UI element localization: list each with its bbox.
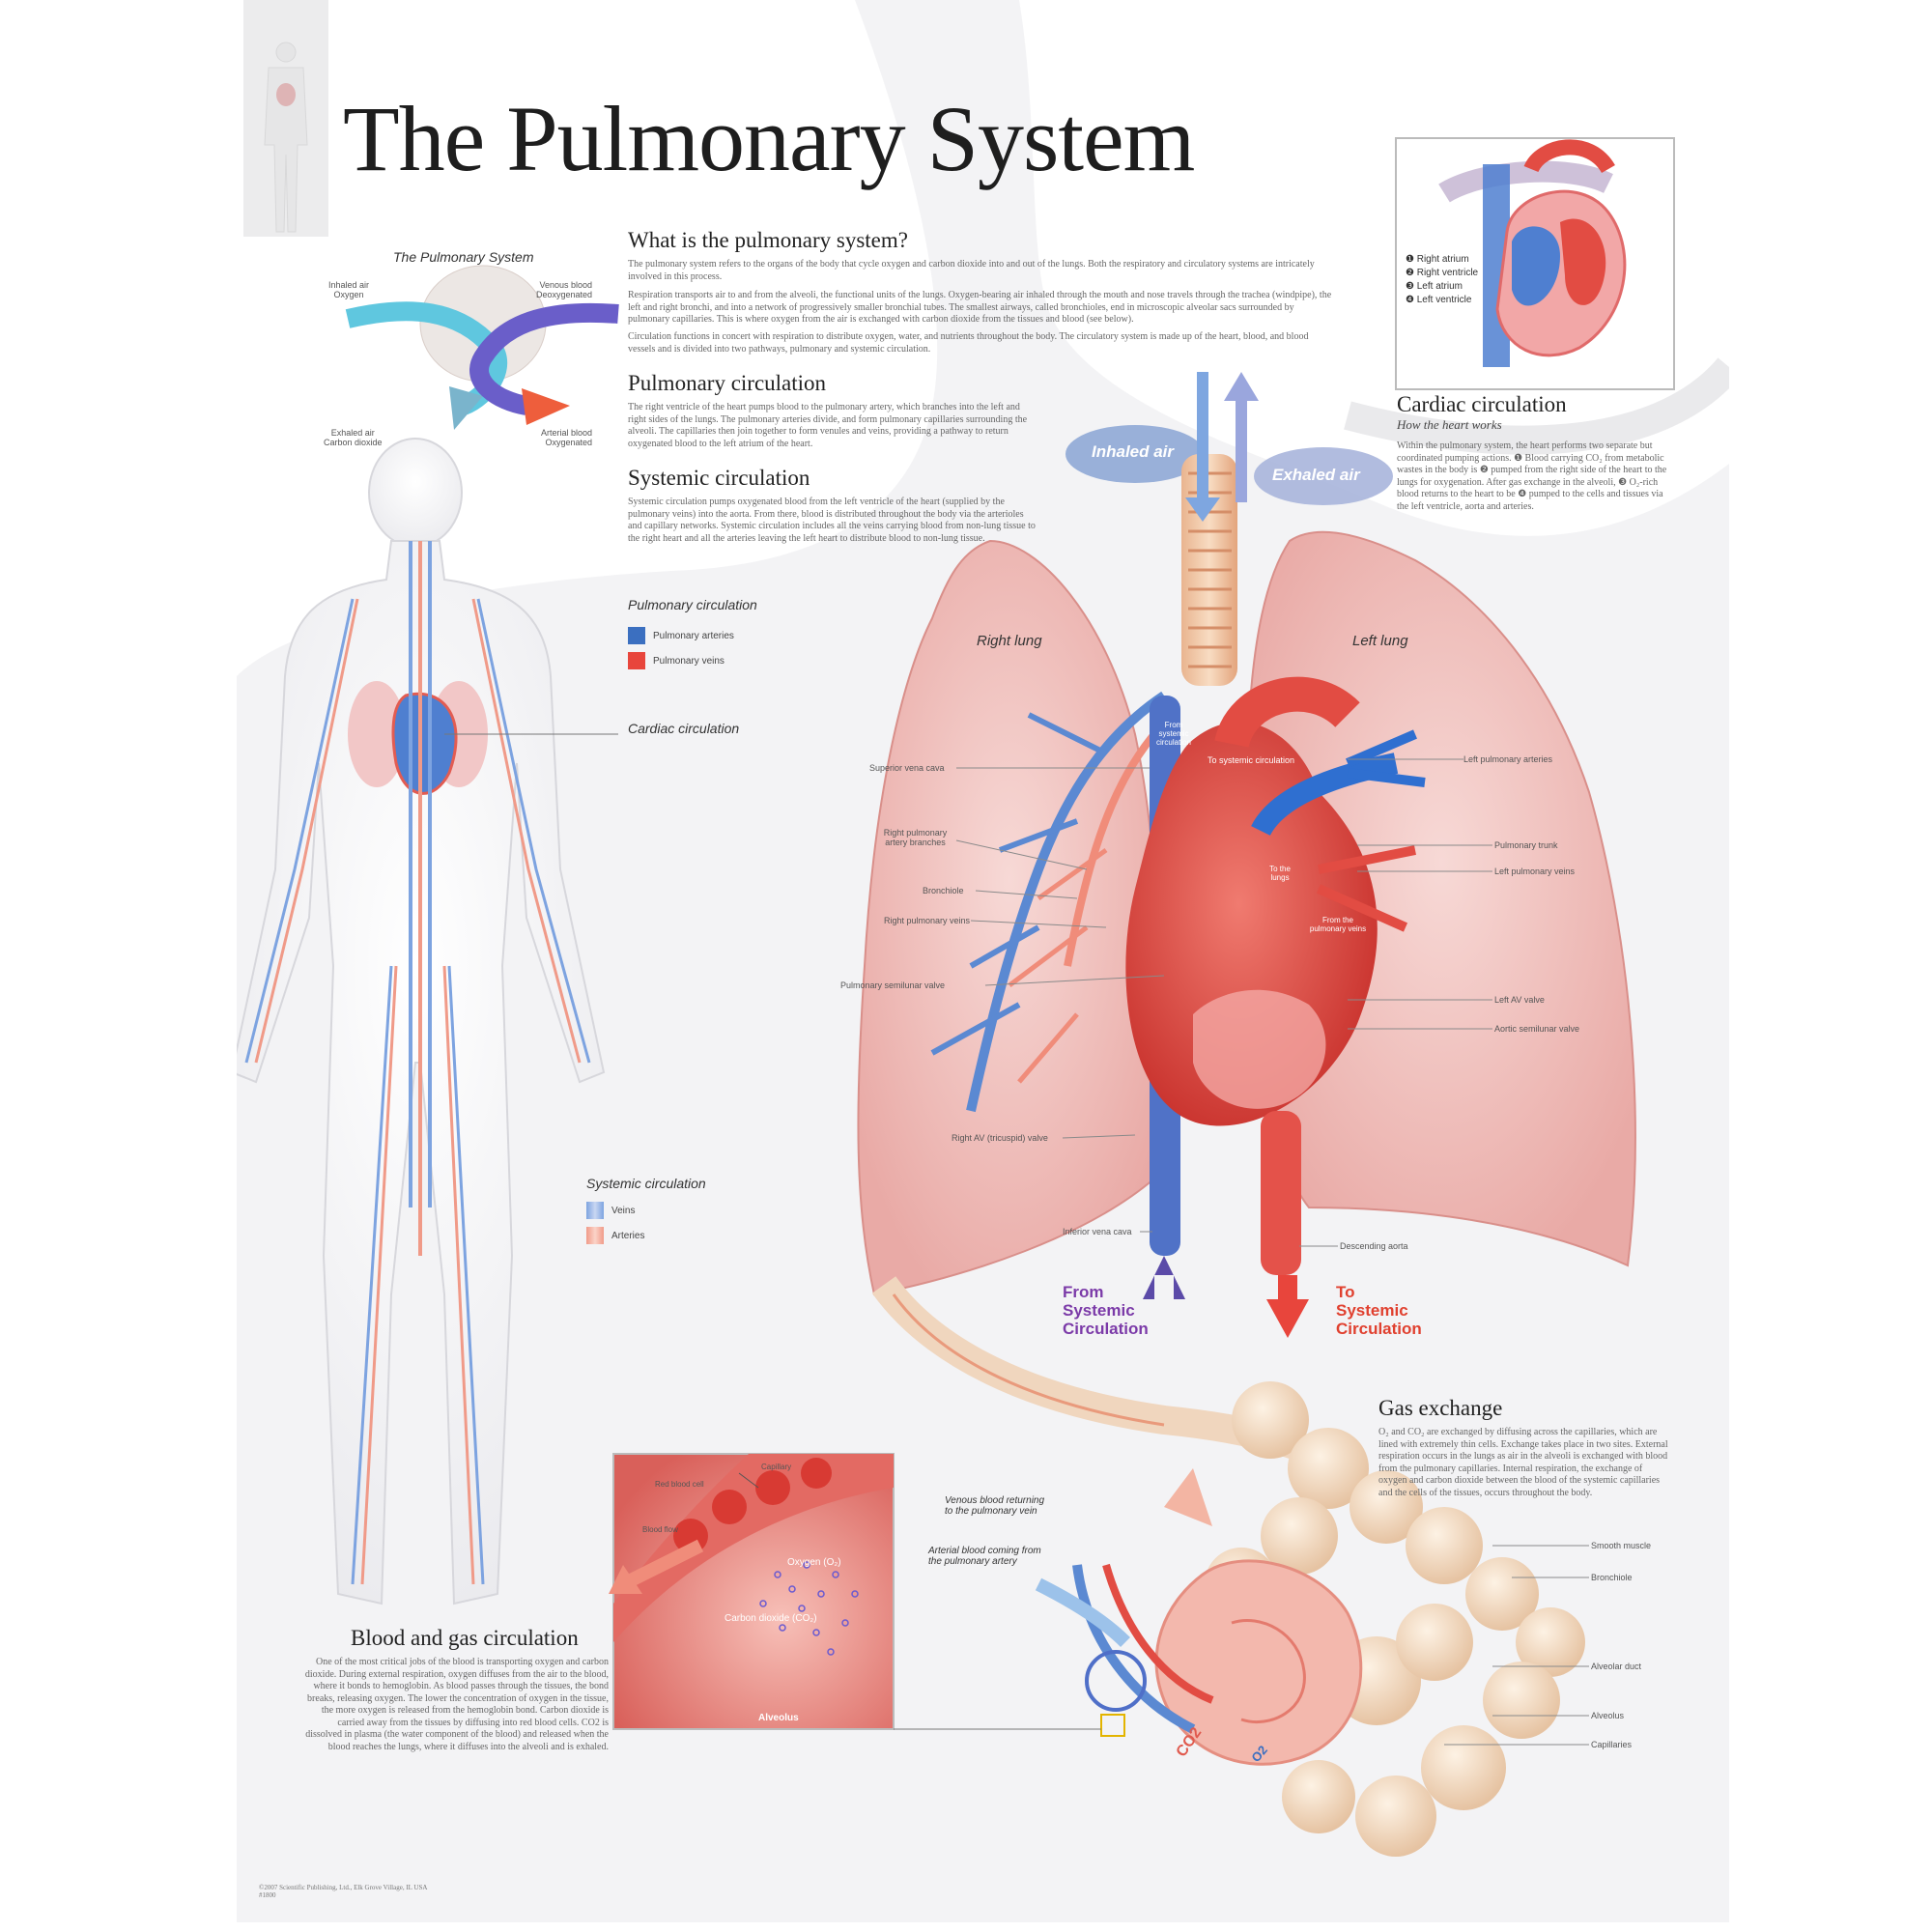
what-is-p3: Circulation functions in concert with re…	[628, 331, 1309, 355]
inhaled-air-label: Inhaled air	[1092, 442, 1175, 461]
legend-arteries-label: Pulmonary arteries	[653, 630, 734, 641]
legend-sys-veins-label: Veins	[611, 1205, 636, 1216]
cycle-diagram-title: The Pulmonary System	[393, 249, 534, 265]
lbl-alveolus-ge: Alveolus	[1591, 1711, 1625, 1720]
inset-capillary: Capillary	[761, 1463, 792, 1471]
cycle-label-inhaled: Inhaled air Oxygen	[328, 280, 370, 299]
lbl-right-av-valve: Right AV (tricuspid) valve	[952, 1133, 1048, 1143]
inset-red-cell: Red blood cell	[655, 1480, 704, 1489]
legend-systemic-title: Systemic circulation	[586, 1176, 706, 1191]
legend-row-sys-arteries: Arteries	[586, 1223, 644, 1248]
what-is-p2: Respiration transports air to and from t…	[628, 290, 1332, 325]
lbl-aortic-semilunar: Aortic semilunar valve	[1494, 1024, 1580, 1034]
lbl-alveolar-duct: Alveolar duct	[1591, 1662, 1642, 1671]
lbl-pulmonary-trunk: Pulmonary trunk	[1494, 840, 1558, 850]
lungs-drawing	[857, 372, 1636, 1338]
lbl-left-pulmonary-veins: Left pulmonary veins	[1494, 867, 1576, 876]
pulmonary-circ-heading: Pulmonary circulation	[628, 371, 827, 395]
from-systemic-small: From systemic circulation	[1155, 721, 1191, 747]
heart-inset-legend: ❶ Right atrium ❷ Right ventricle ❸ Left …	[1406, 253, 1478, 307]
heart-legend-right-atrium: ❶ Right atrium	[1406, 254, 1469, 265]
cycle-label-exhaled: Exhaled air Carbon dioxide	[324, 428, 383, 447]
pulmonary-circ-text: The right ventricle of the heart pumps b…	[628, 402, 1028, 449]
cardiac-circ-subheading: How the heart works	[1397, 417, 1502, 432]
lbl-bronchiole: Bronchiole	[923, 886, 964, 895]
swatch-arteries	[586, 1227, 604, 1244]
thumbnail-figure	[264, 42, 308, 233]
page-title: The Pulmonary System	[343, 87, 1195, 190]
from-systemic-big: From Systemic Circulation	[1063, 1283, 1149, 1338]
cardiac-circ-text: Within the pulmonary system, the heart p…	[1397, 440, 1667, 512]
to-systemic-big: To Systemic Circulation	[1336, 1283, 1422, 1338]
gas-exchange-heading: Gas exchange	[1378, 1396, 1503, 1420]
cardiac-circ-heading: Cardiac circulation	[1397, 392, 1567, 416]
systemic-circ-heading: Systemic circulation	[628, 466, 810, 490]
left-lung-label: Left lung	[1352, 633, 1408, 649]
inset-oxygen: Oxygen (O₂)	[787, 1557, 841, 1568]
legend-row-arteries: Pulmonary arteries	[628, 623, 734, 648]
systemic-circ-text: Systemic circulation pumps oxygenated bl…	[628, 497, 1036, 544]
swatch-veins	[586, 1202, 604, 1219]
right-lung-label: Right lung	[977, 633, 1042, 649]
poster: The Pulmonary System The Pulmonary Syste…	[237, 0, 1729, 1922]
lbl-left-pulmonary-arteries: Left pulmonary arteries	[1463, 754, 1553, 764]
heart-legend-right-ventricle: ❷ Right ventricle	[1406, 268, 1479, 278]
venous-returning-label: Venous blood returning to the pulmonary …	[945, 1495, 1045, 1517]
legend-pulmonary: Pulmonary arteries Pulmonary veins	[628, 623, 734, 673]
legend-systemic: Veins Arteries	[586, 1198, 644, 1248]
to-lungs-label: To the lungs	[1269, 865, 1291, 882]
swatch-blue	[628, 627, 645, 644]
lbl-right-pulmonary-veins: Right pulmonary veins	[884, 916, 971, 925]
legend-row-sys-veins: Veins	[586, 1198, 644, 1223]
gas-exchange-text: O₂ and CO₂ are exchanged by diffusing ac…	[1378, 1427, 1668, 1498]
cycle-label-venous: Venous blood Deoxygenated	[536, 280, 593, 299]
lbl-descending-aorta: Descending aorta	[1340, 1241, 1408, 1251]
legend-row-veins: Pulmonary veins	[628, 648, 734, 673]
lbl-capillaries: Capillaries	[1591, 1740, 1633, 1749]
what-is-p1: The pulmonary system refers to the organ…	[628, 259, 1315, 282]
legend-sys-arteries-label: Arteries	[611, 1230, 645, 1241]
heart-inset-drawing	[1438, 139, 1627, 367]
copyright: ©2007 Scientific Publishing, Ltd., Elk G…	[259, 1884, 428, 1899]
legend-pulmonary-title: Pulmonary circulation	[628, 597, 757, 612]
lbl-left-av-valve: Left AV valve	[1494, 995, 1545, 1005]
swatch-red	[628, 652, 645, 669]
inset-alveolus: Alveolus	[758, 1713, 799, 1723]
cardiac-circulation-label: Cardiac circulation	[628, 721, 740, 736]
lbl-right-pulmonary-artery: Right pulmonary artery branches	[883, 828, 948, 847]
lbl-pulmonary-semilunar: Pulmonary semilunar valve	[840, 980, 946, 990]
lbl-superior-vena-cava: Superior vena cava	[869, 763, 945, 773]
blood-gas-text: One of the most critical jobs of the blo…	[304, 1657, 609, 1752]
blood-gas-heading: Blood and gas circulation	[351, 1626, 579, 1650]
cycle-diagram	[345, 265, 619, 430]
cycle-label-arterial: Arterial blood Oxygenated	[541, 428, 593, 447]
arterial-coming-label: Arterial blood coming from the pulmonary…	[928, 1546, 1041, 1567]
thumbnail-panel	[243, 0, 328, 237]
illustration-layer	[237, 0, 1729, 1922]
lbl-smooth-muscle: Smooth muscle	[1591, 1541, 1652, 1550]
heart-legend-left-atrium: ❸ Left atrium	[1406, 281, 1463, 292]
inset-blood-flow: Blood flow	[642, 1525, 678, 1534]
to-systemic-small: To systemic circulation	[1208, 755, 1295, 765]
lbl-inferior-vena-cava: Inferior vena cava	[1063, 1227, 1132, 1236]
alveolus-inset-drawing	[609, 1454, 894, 1656]
alveoli-drawing	[871, 1276, 1585, 1857]
exhaled-air-label: Exhaled air	[1272, 466, 1360, 484]
what-is-heading: What is the pulmonary system?	[628, 228, 908, 252]
legend-veins-label: Pulmonary veins	[653, 655, 724, 667]
heart-legend-left-ventricle: ❹ Left ventricle	[1406, 295, 1472, 305]
from-lungs-label: From the pulmonary veins	[1309, 916, 1367, 933]
lbl-bronchiole-ge: Bronchiole	[1591, 1573, 1633, 1582]
inset-co2: Carbon dioxide (CO₂)	[724, 1613, 817, 1624]
